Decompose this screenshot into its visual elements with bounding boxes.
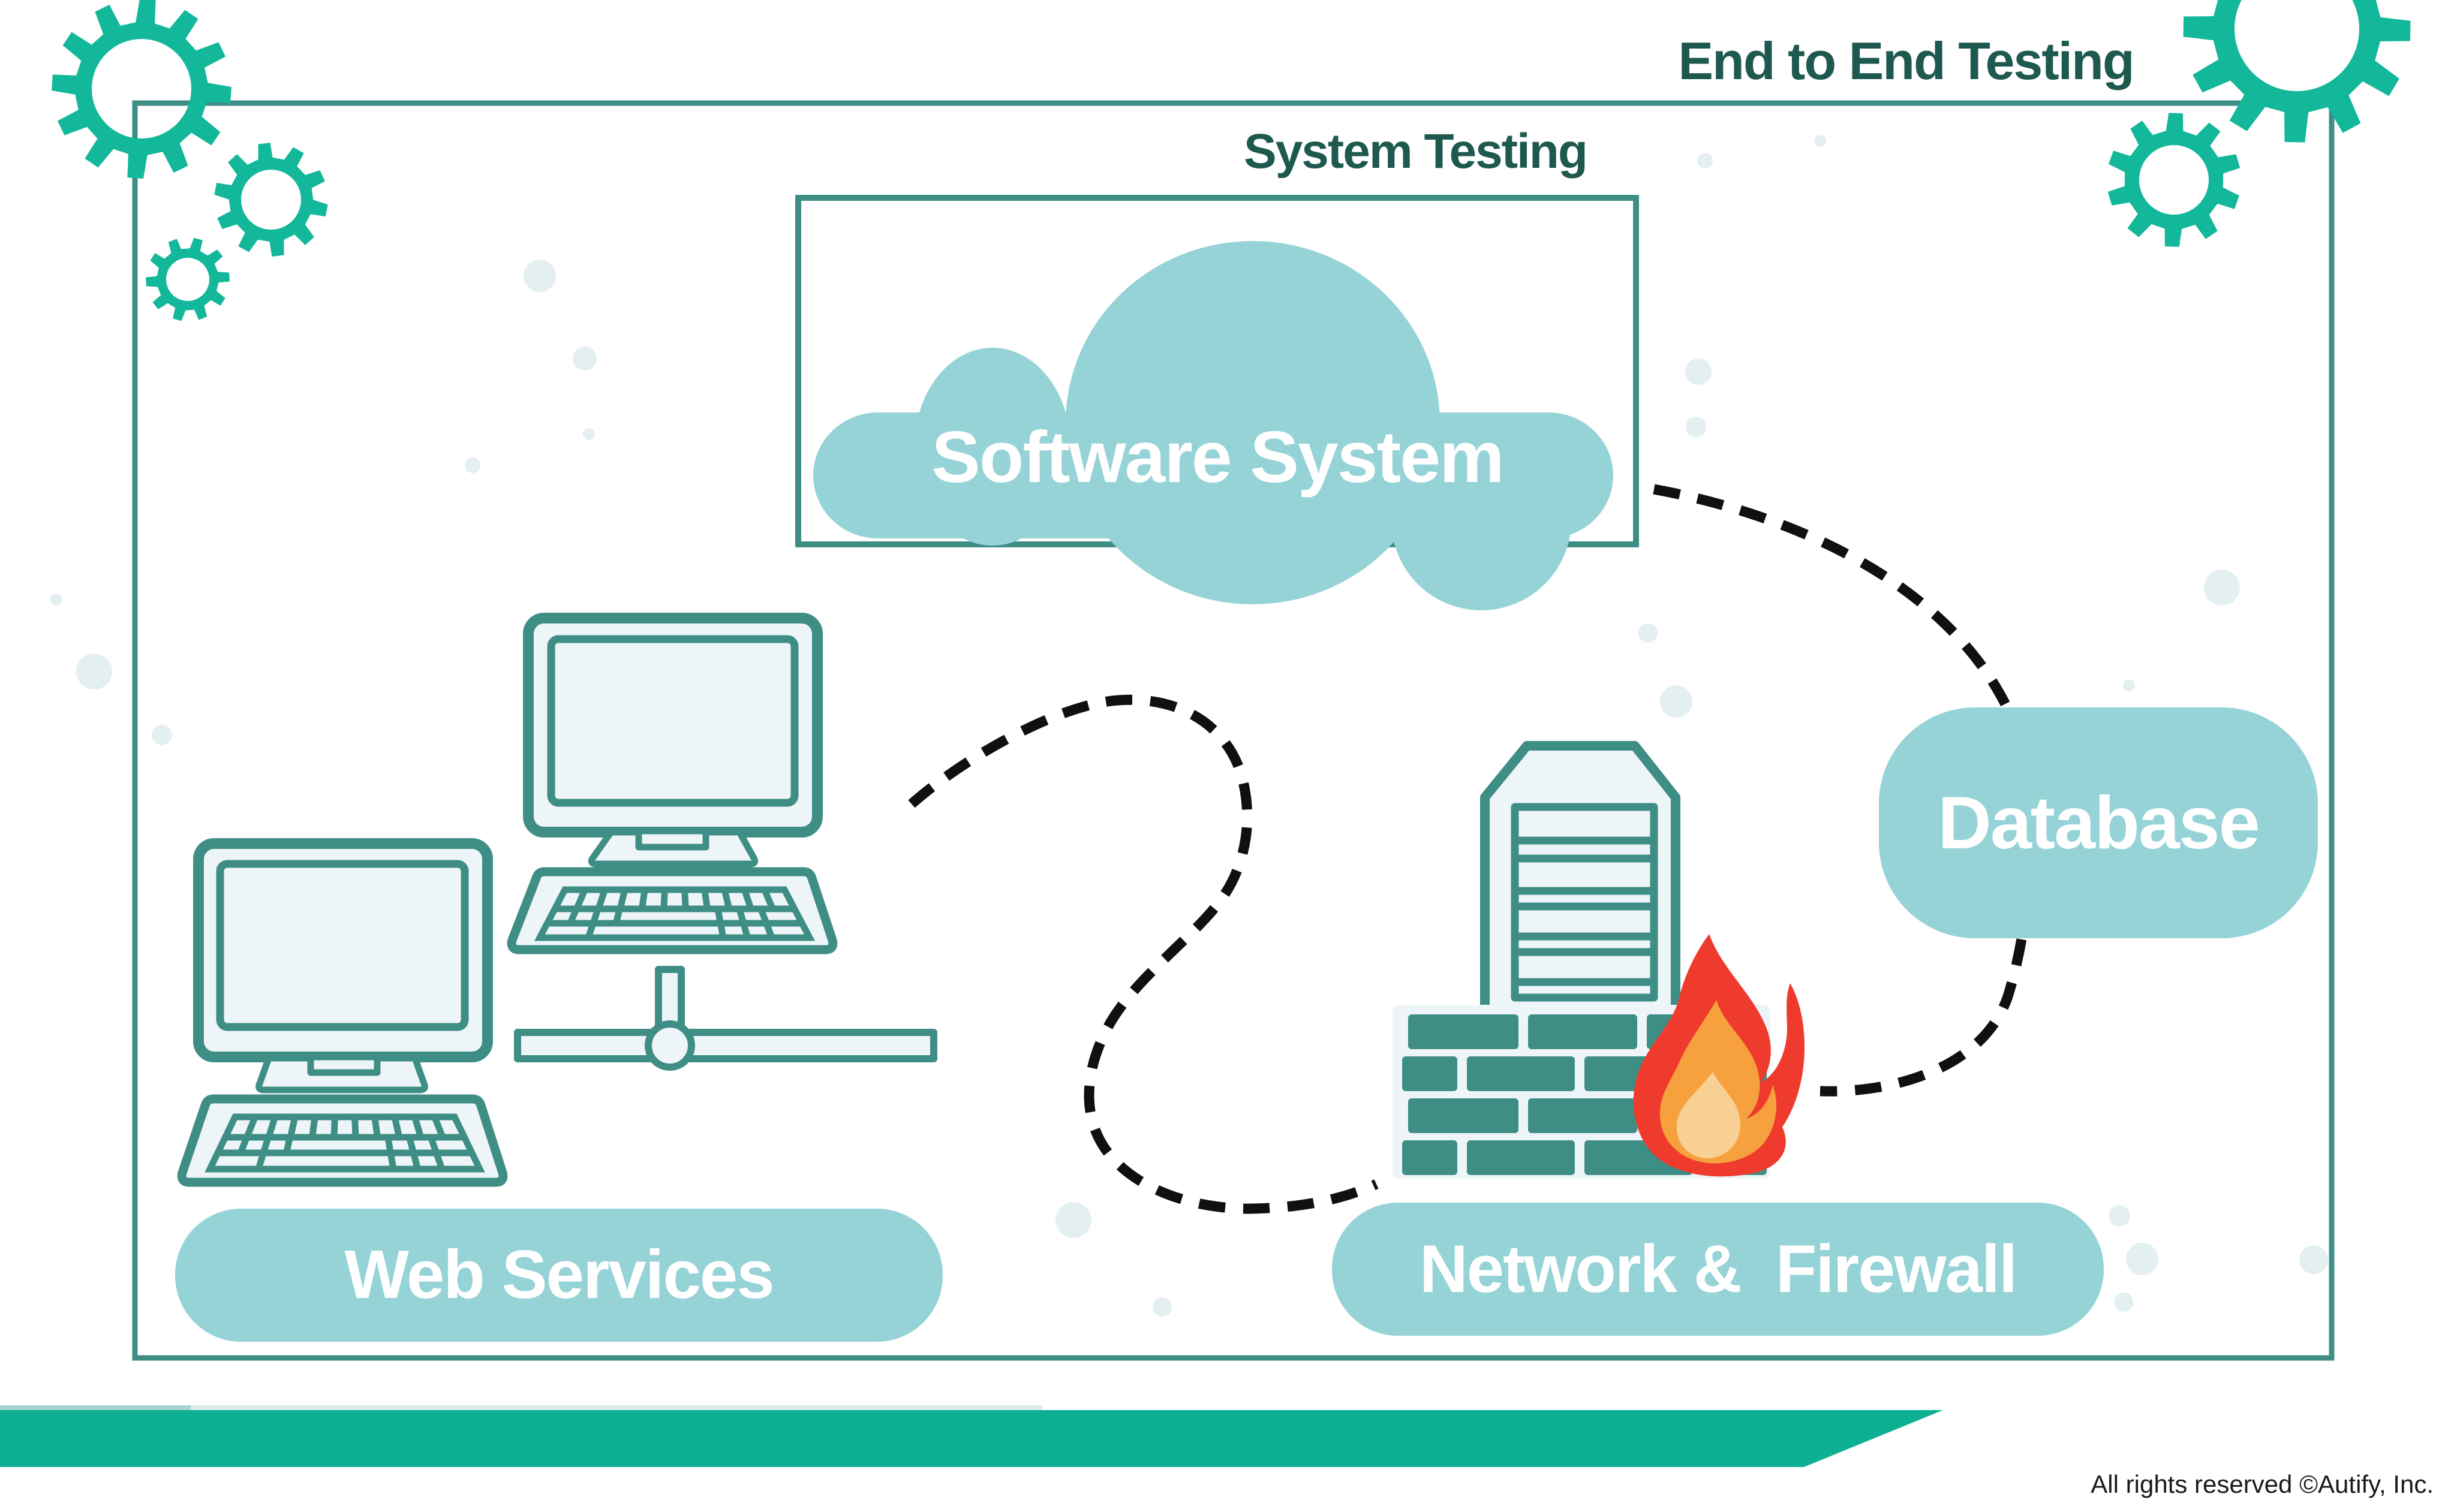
- pale-dot: [1055, 1202, 1091, 1238]
- key-divider: [309, 1116, 318, 1138]
- pale-dot: [1814, 135, 1826, 147]
- gear-icon: [52, 0, 231, 179]
- desktop-computer-icon-right: [507, 613, 838, 954]
- stand-notch-right: [635, 827, 709, 851]
- key-divider: [330, 1116, 338, 1138]
- key-divider: [411, 1116, 425, 1138]
- key-divider: [612, 908, 623, 924]
- gear-icons: [52, 0, 2411, 321]
- key-divider: [761, 888, 776, 911]
- pale-dot: [2126, 1243, 2158, 1275]
- network-hub: [645, 1020, 695, 1071]
- key-divider: [616, 888, 628, 910]
- pale-dot: [573, 347, 597, 371]
- desktop-computer-icon-left: [177, 838, 508, 1187]
- key-divider: [287, 1116, 299, 1138]
- pale-dot: [50, 594, 62, 606]
- system-testing-label: System Testing: [1244, 124, 1588, 179]
- key-divider: [717, 922, 727, 939]
- key-divider: [639, 889, 648, 909]
- key-divider: [391, 1116, 402, 1138]
- key-divider: [387, 1152, 397, 1170]
- pale-dot: [1685, 359, 1712, 385]
- gear-icon: [214, 143, 328, 257]
- pale-dot: [2204, 570, 2240, 606]
- network-firewall-node: Network & Firewall: [1332, 1203, 2104, 1336]
- network-firewall-icon: [1393, 741, 1805, 1179]
- key-divider: [384, 1137, 394, 1153]
- key-divider: [740, 922, 751, 939]
- flame-icon: [1633, 934, 1805, 1177]
- key-divider: [283, 1136, 293, 1154]
- key-divider: [431, 1115, 446, 1139]
- network-node-icon: [514, 966, 937, 1071]
- key-divider: [660, 889, 668, 909]
- pale-dot: [76, 653, 112, 689]
- software-system-label: Software System: [931, 416, 1504, 498]
- gear-icon: [146, 237, 230, 321]
- pale-dot: [1638, 624, 1658, 643]
- key-divider: [741, 888, 754, 910]
- web-services-node: Web Services: [175, 1209, 943, 1342]
- key-divider: [595, 888, 608, 910]
- database-node: Database: [1879, 707, 2318, 938]
- network-bar: [514, 1029, 937, 1062]
- key-divider: [371, 1116, 381, 1138]
- outer-frame: [132, 100, 2335, 1361]
- key-divider: [681, 889, 689, 909]
- key-divider: [573, 888, 588, 911]
- pale-dot: [2109, 1205, 2130, 1227]
- screen-right: [547, 635, 799, 807]
- pale-dot: [524, 260, 556, 292]
- gear-icon: [2183, 0, 2411, 143]
- gear-icon: [2107, 113, 2241, 247]
- key-divider: [433, 1152, 446, 1170]
- screen-left: [216, 860, 469, 1031]
- key-divider: [567, 907, 580, 925]
- database-label: Database: [1938, 781, 2260, 865]
- web-services-label: Web Services: [344, 1237, 774, 1313]
- key-divider: [428, 1136, 440, 1154]
- key-divider: [763, 922, 775, 939]
- key-divider: [243, 1115, 258, 1139]
- network-firewall-label: Network & Firewall: [1419, 1231, 2017, 1306]
- key-divider: [265, 1116, 278, 1138]
- pale-dot: [1660, 685, 1692, 718]
- cloud-icon: [813, 241, 1613, 610]
- keyboard-keys-left: [204, 1113, 485, 1173]
- key-divider: [410, 1152, 421, 1170]
- keyboard-keys-right: [534, 886, 816, 941]
- server-slats-frame: [1511, 803, 1658, 1002]
- server-slats: [1515, 836, 1654, 986]
- page-title: End to End Testing: [1678, 31, 2134, 91]
- pale-dot: [1686, 417, 1706, 437]
- key-divider: [590, 908, 602, 924]
- key-divider: [351, 1116, 359, 1138]
- key-divider: [757, 908, 770, 924]
- key-divider: [701, 889, 711, 909]
- key-divider: [714, 908, 724, 924]
- pale-dot: [2114, 1293, 2133, 1312]
- dashed-connector-web-to-firewall: [908, 694, 1379, 1214]
- stand-notch-left: [307, 1053, 381, 1076]
- key-divider: [406, 1136, 417, 1154]
- pale-dot: [2299, 1245, 2328, 1274]
- pale-dot: [1153, 1297, 1172, 1317]
- decorative-dots: [50, 135, 2328, 1317]
- key-divider: [255, 1152, 267, 1170]
- pale-dot: [152, 725, 172, 745]
- key-divider: [585, 922, 597, 939]
- copyright-text: All rights reserved ©Autify, Inc.: [2091, 1470, 2434, 1498]
- key-divider: [721, 888, 733, 910]
- software-system-box: [795, 195, 1639, 610]
- key-divider: [736, 908, 747, 924]
- pale-dot: [1697, 153, 1713, 168]
- pale-dot: [2123, 679, 2135, 691]
- key-divider: [260, 1136, 272, 1154]
- bottom-band: [0, 1405, 1943, 1467]
- key-divider: [237, 1135, 250, 1155]
- pale-dot: [465, 457, 480, 473]
- pale-dot: [583, 428, 595, 440]
